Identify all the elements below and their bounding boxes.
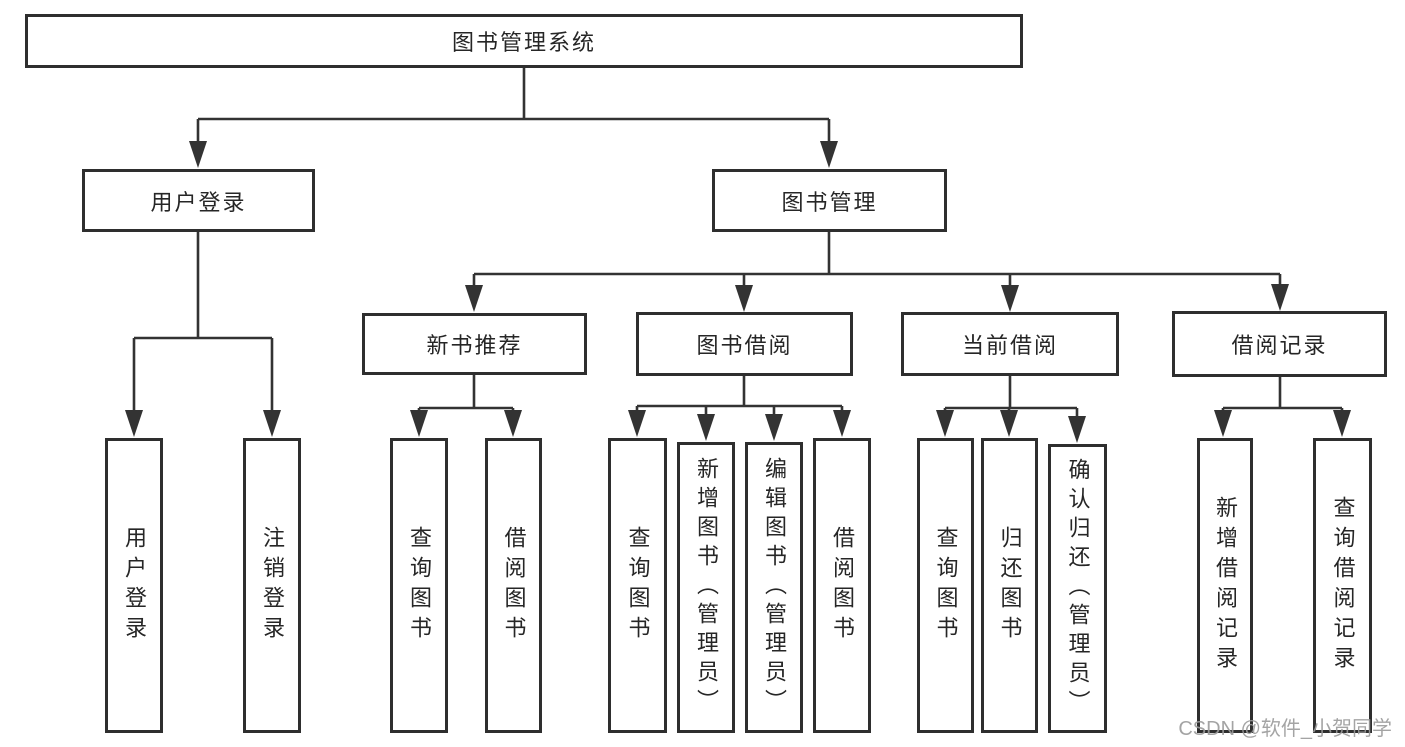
node-user-login: 用户登录 (82, 169, 315, 232)
node-leaf-bb-edit-books-admin: 编辑图书（管理员） (745, 442, 803, 733)
arrow-down-icon (735, 285, 753, 312)
node-book-borrowing: 图书借阅 (636, 312, 853, 376)
arrow-down-icon (1001, 285, 1019, 312)
node-leaf-cb-return-books: 归还图书 (981, 438, 1038, 733)
arrow-down-icon (504, 410, 522, 437)
node-book-management: 图书管理 (712, 169, 947, 232)
node-borrowing-records: 借阅记录 (1172, 311, 1387, 377)
csdn-watermark: CSDN @软件_小贺同学 (1178, 718, 1392, 740)
arrow-down-icon (410, 410, 428, 437)
arrow-down-icon (765, 414, 783, 441)
node-leaf-logout: 注销登录 (243, 438, 301, 733)
arrow-down-icon (125, 410, 143, 437)
arrow-down-icon (1000, 410, 1018, 437)
arrow-down-icon (465, 285, 483, 312)
node-leaf-bb-add-books-admin: 新增图书（管理员） (677, 442, 735, 733)
arrow-down-icon (936, 410, 954, 437)
node-current-borrowing: 当前借阅 (901, 312, 1119, 376)
arrow-down-icon (263, 410, 281, 437)
node-new-book-recommend: 新书推荐 (362, 313, 587, 375)
arrow-down-icon (1068, 416, 1086, 443)
arrow-down-icon (833, 410, 851, 437)
node-leaf-cb-query-books: 查询图书 (917, 438, 974, 733)
node-leaf-br-add-record: 新增借阅记录 (1197, 438, 1253, 733)
arrow-down-icon (697, 414, 715, 441)
node-leaf-bb-query-books: 查询图书 (608, 438, 667, 733)
node-leaf-user-login: 用户登录 (105, 438, 163, 733)
node-leaf-cb-confirm-return-admin: 确认归还（管理员） (1048, 444, 1107, 733)
arrowheads (125, 141, 1351, 443)
node-root-system: 图书管理系统 (25, 14, 1023, 68)
arrow-down-icon (1333, 410, 1351, 437)
node-leaf-bb-borrow-books: 借阅图书 (813, 438, 871, 733)
node-leaf-br-query-record: 查询借阅记录 (1313, 438, 1372, 733)
tree-edges (132, 68, 1344, 420)
node-leaf-nb-borrow-books: 借阅图书 (485, 438, 542, 733)
node-leaf-nb-query-books: 查询图书 (390, 438, 448, 733)
arrow-down-icon (820, 141, 838, 168)
arrow-down-icon (1271, 284, 1289, 311)
arrow-down-icon (1214, 410, 1232, 437)
arrow-down-icon (628, 410, 646, 437)
arrow-down-icon (189, 141, 207, 168)
